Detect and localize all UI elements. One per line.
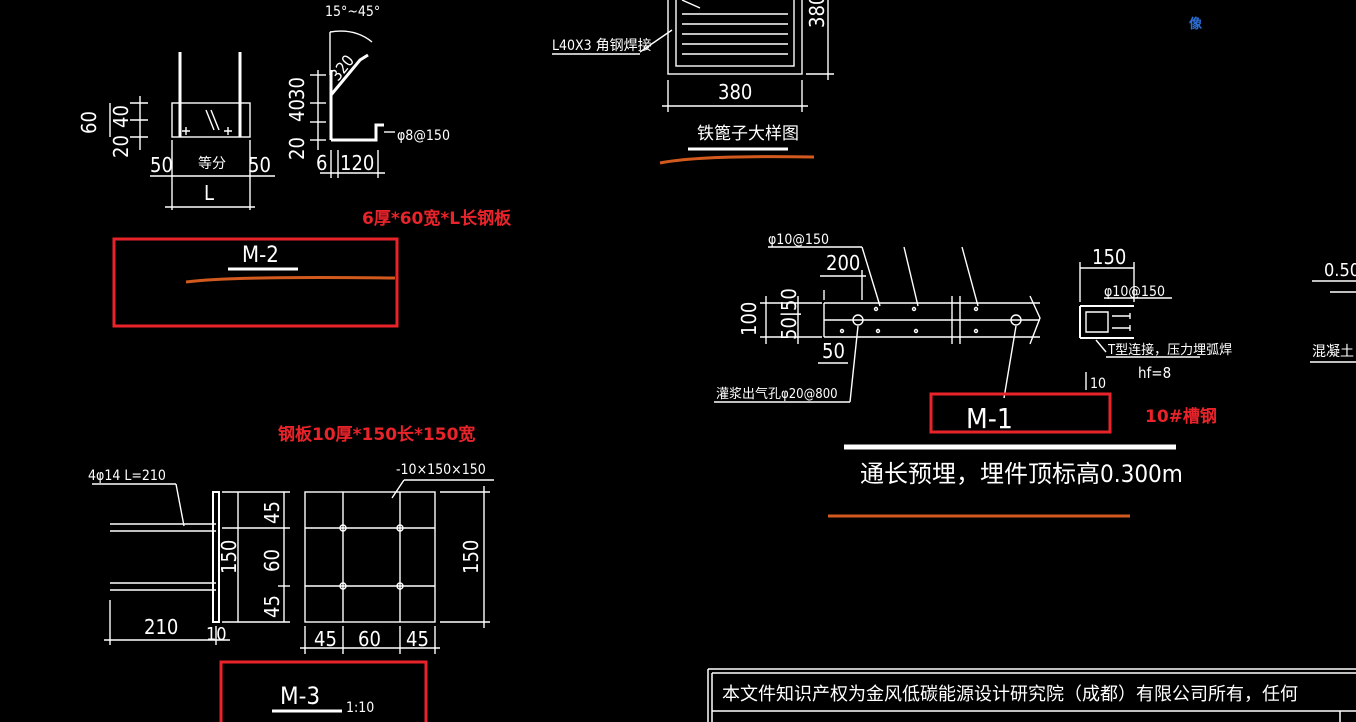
m3-dim-45c: 45 xyxy=(314,627,337,651)
equal-label: 等分 xyxy=(198,155,226,172)
cage-title: 铁篦子大样图 xyxy=(697,124,799,144)
copyright-text: 本文件知识产权为金风低碳能源设计研究院（成都）有限公司所有，任何 xyxy=(722,684,1298,705)
dim-40b: 40 xyxy=(285,99,309,122)
m3-scale: 1:10 xyxy=(346,700,374,716)
m3-title: M-3 xyxy=(280,682,320,710)
m1-highlight-box xyxy=(929,392,1112,434)
watermark-text: 像 xyxy=(1189,16,1203,32)
angle-label: 15°~45° xyxy=(325,4,380,20)
rebar-label-phi8: φ8@150 xyxy=(397,128,450,144)
m3-dim-45d: 45 xyxy=(406,627,429,651)
m2-highlight-box xyxy=(112,237,399,328)
m3-dim-10: 10 xyxy=(206,624,227,645)
dim-40: 40 xyxy=(109,105,133,128)
m2-annotation: 6厚*60宽*L长钢板 xyxy=(362,208,512,229)
m1-channel-detail xyxy=(714,246,1356,403)
m3-dim-60b: 60 xyxy=(358,627,381,651)
dim-50-left: 50 xyxy=(150,153,173,177)
m3-annotation: 钢板10厚*150长*150宽 xyxy=(278,424,475,445)
m1-spacing-200: 200 xyxy=(826,251,860,275)
m1-hf-label: hf=8 xyxy=(1138,364,1171,382)
cage-dim-width: 380 xyxy=(718,80,752,104)
m1-annotation: 10#槽钢 xyxy=(1145,406,1217,427)
m3-dim-150-right: 150 xyxy=(459,540,483,574)
dim-30: 30 xyxy=(285,77,309,100)
m1-dim-50: 50 xyxy=(822,339,845,363)
m1-grout-label: 灌浆出气孔φ20@800 xyxy=(716,386,838,402)
m1-rebar-right: φ10@150 xyxy=(1104,284,1165,300)
right-edge-value: 0.50 xyxy=(1324,260,1356,281)
m3-plate-detail xyxy=(92,479,494,654)
m3-dim-150-left: 150 xyxy=(217,540,241,574)
dim-20a: 20 xyxy=(109,135,133,158)
m1-dim-150: 150 xyxy=(1092,245,1126,269)
m1-dim-50-50: 50|50 xyxy=(777,288,801,340)
m2-orange-stroke xyxy=(185,276,396,284)
m3-plate-label: -10×150×150 xyxy=(396,462,486,478)
m3-dim-60a: 60 xyxy=(260,549,284,572)
dim-L: L xyxy=(204,181,214,205)
angle-steel-label: L40X3 角钢焊接 xyxy=(552,37,652,54)
dim-50-right: 50 xyxy=(248,153,271,177)
m1-note: 通长预埋，埋件顶标高0.300m xyxy=(860,460,1183,488)
grate-detail xyxy=(552,0,834,112)
dim-120: 120 xyxy=(340,151,374,175)
m3-rebar-label: 4φ14 L=210 xyxy=(88,468,166,484)
dim-20b: 20 xyxy=(285,137,309,160)
m3-dim-210: 210 xyxy=(144,615,178,639)
dim-6: 6 xyxy=(316,151,327,175)
m1-dim-10: 10 xyxy=(1090,376,1106,392)
m2-plate-detail xyxy=(109,30,395,210)
m1-dim-100: 100 xyxy=(737,302,761,336)
m1-rebar-top: φ10@150 xyxy=(768,232,829,248)
m3-dim-45a: 45 xyxy=(260,501,284,524)
m1-title: M-1 xyxy=(966,402,1013,435)
m3-dim-45b: 45 xyxy=(260,595,284,618)
dim-60: 60 xyxy=(77,111,101,134)
copyright-box xyxy=(707,668,1356,722)
cage-dim-height: 380 xyxy=(805,0,829,28)
right-edge-label: 混凝土 xyxy=(1312,344,1354,360)
m3-highlight-box xyxy=(219,660,428,722)
m2-title: M-2 xyxy=(242,243,279,268)
m1-weld-label: T型连接，压力埋弧焊 xyxy=(1107,342,1232,358)
cage-orange-stroke xyxy=(659,155,815,165)
